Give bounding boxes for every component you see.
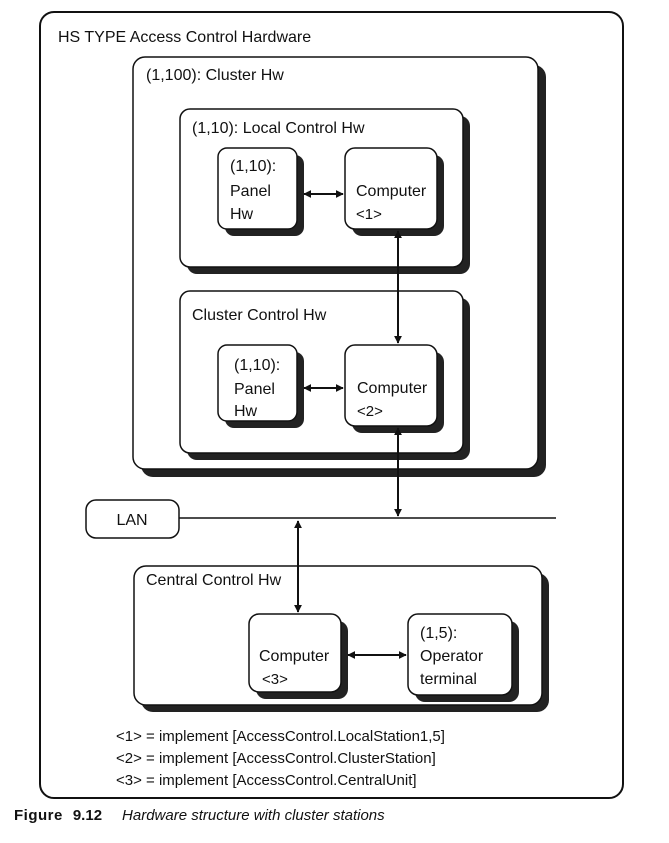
operator-terminal-line3: terminal	[420, 671, 477, 688]
lan-label: LAN	[116, 512, 147, 529]
computer-1-ref: <1>	[356, 206, 382, 223]
legend-line-2: <2> = implement [AccessControl.ClusterSt…	[116, 750, 436, 767]
lan-box: LAN	[85, 499, 180, 539]
central-control-hw-label: Central Control Hw	[146, 572, 282, 589]
computer-3-label: Computer	[259, 648, 330, 665]
computer-2-ref: <2>	[357, 403, 383, 420]
caption-figure-number: 9.12	[72, 807, 103, 824]
cluster-panel-line1: (1,10):	[234, 357, 280, 374]
cluster-panel-box: (1,10): Panel Hw	[217, 344, 304, 428]
legend-line-1: <1> = implement [AccessControl.LocalStat…	[116, 728, 445, 745]
figure-caption: Figure 9.12 Hardware structure with cluste…	[14, 807, 385, 824]
computer-3-box: Computer <3>	[248, 613, 348, 699]
cluster-hw-label: (1,100): Cluster Hw	[146, 67, 284, 84]
local-panel-line3: Hw	[230, 206, 254, 223]
caption-figure-label: Figure	[14, 807, 63, 824]
local-panel-box: (1,10): Panel Hw	[217, 147, 304, 236]
operator-terminal-line2: Operator	[420, 648, 484, 665]
computer-2-box: Computer <2>	[344, 344, 444, 433]
operator-terminal-line1: (1,5):	[420, 625, 457, 642]
computer-3-ref: <3>	[262, 671, 288, 688]
computer-1-box: Computer <1>	[344, 147, 444, 236]
local-panel-line2: Panel	[230, 183, 271, 200]
operator-terminal-box: (1,5): Operator terminal	[407, 613, 519, 702]
cluster-panel-line3: Hw	[234, 403, 258, 420]
local-control-hw-label: (1,10): Local Control Hw	[192, 120, 365, 137]
cluster-panel-line2: Panel	[234, 381, 275, 398]
outer-frame	[39, 11, 624, 799]
computer-2-label: Computer	[357, 380, 428, 397]
legend-line-3: <3> = implement [AccessControl.CentralUn…	[116, 772, 417, 789]
computer-1-label: Computer	[356, 183, 427, 200]
outer-title: HS TYPE Access Control Hardware	[58, 29, 311, 46]
cluster-control-hw-label: Cluster Control Hw	[192, 307, 327, 324]
caption-text: Hardware structure with cluster stations	[122, 807, 385, 824]
local-panel-line1: (1,10):	[230, 158, 276, 175]
